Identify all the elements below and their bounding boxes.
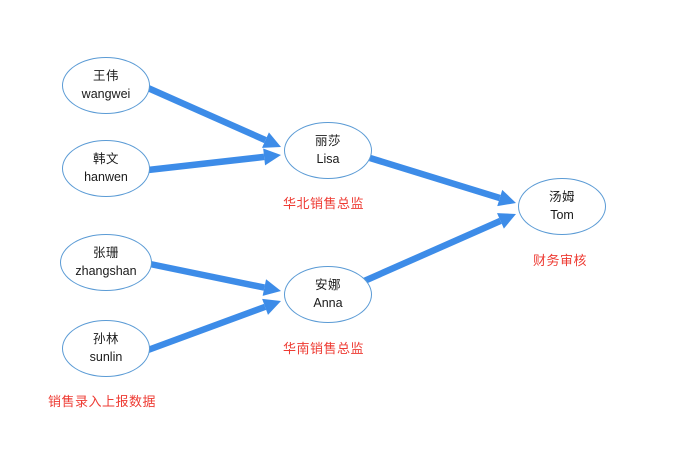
arrowhead-icon <box>497 213 516 229</box>
node-label-en: Tom <box>550 207 574 222</box>
arrowhead-icon <box>263 148 281 166</box>
node-label-cn: 王伟 <box>92 68 119 83</box>
annotation-sales-entry-report: 销售录入上报数据 <box>48 394 157 409</box>
edge-line <box>369 154 501 202</box>
node-label-cn: 韩文 <box>92 151 119 166</box>
node-label-en: Lisa <box>316 151 340 166</box>
edge-hanwen-lisa <box>147 148 281 174</box>
node-lisa[interactable]: 丽莎 Lisa <box>284 122 372 179</box>
node-label-cn: 安娜 <box>314 277 341 292</box>
node-label-en: hanwen <box>84 169 128 184</box>
edge-anna-tom <box>360 213 516 285</box>
node-hanwen[interactable]: 韩文 hanwen <box>62 140 150 197</box>
node-wangwei[interactable]: 王伟 wangwei <box>62 57 150 114</box>
node-anna[interactable]: 安娜 Anna <box>284 266 372 323</box>
node-zhangshan[interactable]: 张珊 zhangshan <box>60 234 152 291</box>
node-sunlin[interactable]: 孙林 sunlin <box>62 320 150 377</box>
arrowhead-icon <box>262 298 281 315</box>
node-tom[interactable]: 汤姆 Tom <box>518 178 606 235</box>
node-label-cn: 汤姆 <box>548 189 575 204</box>
edge-line <box>147 153 265 174</box>
annotation-finance-audit: 财务审核 <box>533 253 588 268</box>
edge-line <box>360 217 502 285</box>
arrowhead-icon <box>262 132 281 148</box>
arrowhead-icon <box>497 189 516 207</box>
node-label-en: Anna <box>313 295 343 310</box>
edge-line <box>146 303 267 354</box>
arrowhead-icon <box>262 279 281 296</box>
annotation-north-sales-director: 华北销售总监 <box>283 196 365 211</box>
edge-line <box>146 85 267 144</box>
node-label-en: sunlin <box>89 349 123 364</box>
node-label-cn: 孙林 <box>92 331 119 346</box>
node-label-cn: 丽莎 <box>314 133 341 148</box>
node-label-cn: 张珊 <box>92 245 119 260</box>
annotation-south-sales-director: 华南销售总监 <box>283 341 365 356</box>
edge-sunlin-anna <box>146 298 281 354</box>
node-label-en: zhangshan <box>75 263 137 278</box>
edge-wangwei-lisa <box>146 85 281 148</box>
edge-line <box>149 260 266 291</box>
edge-lisa-tom <box>369 154 516 207</box>
edge-zhangshan-anna <box>149 260 281 296</box>
node-label-en: wangwei <box>81 86 131 101</box>
